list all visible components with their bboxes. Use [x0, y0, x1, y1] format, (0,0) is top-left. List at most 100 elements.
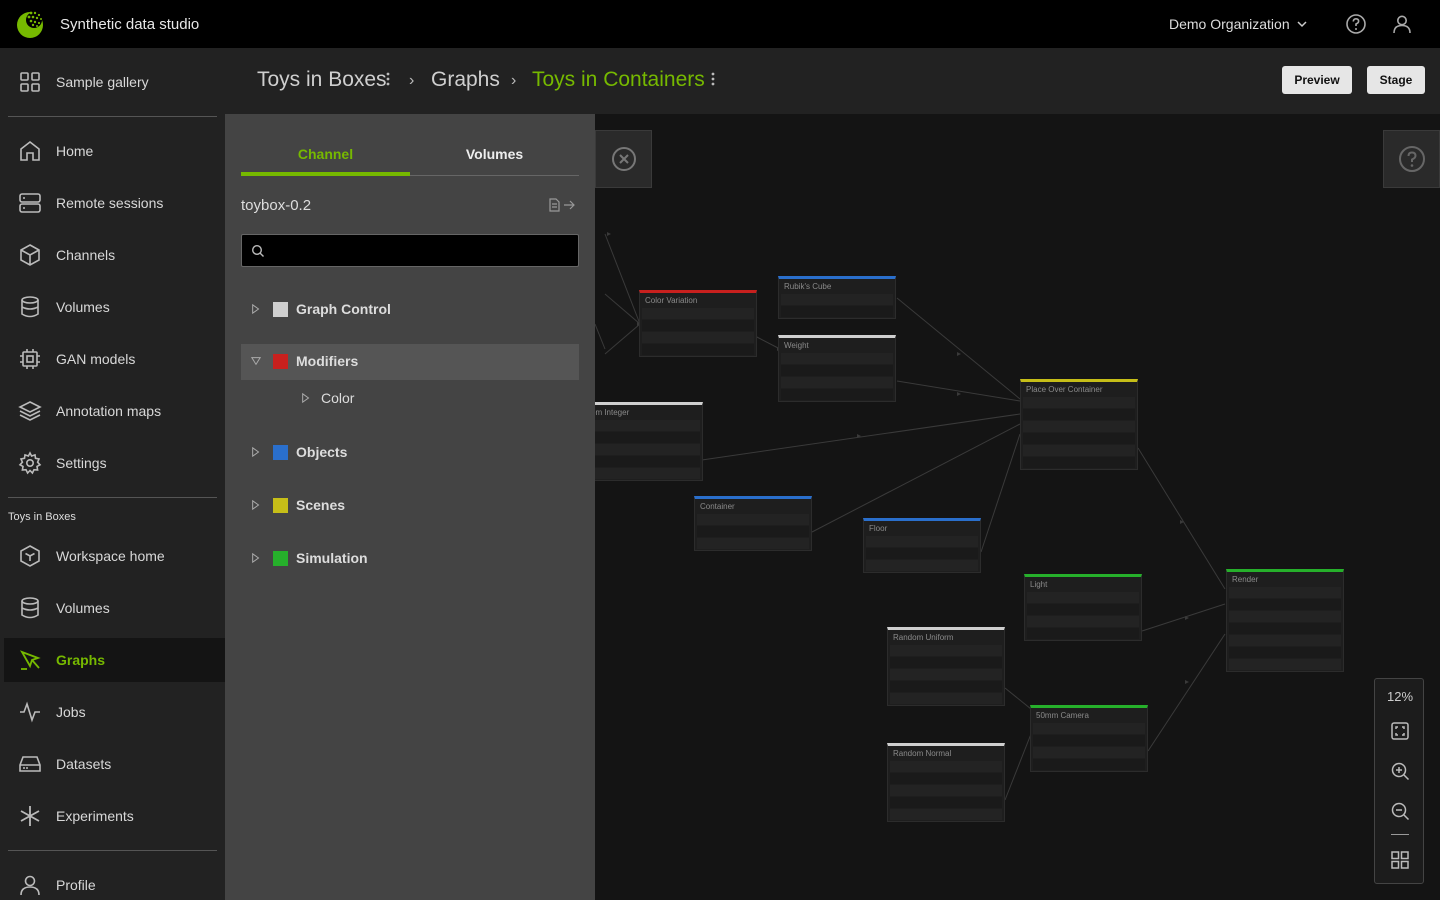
stage-button[interactable]: Stage — [1367, 66, 1425, 94]
node-port-row[interactable] — [890, 785, 1002, 796]
minimap-grid-icon[interactable] — [1390, 850, 1410, 870]
sidebar-item-sample-gallery[interactable]: Sample gallery — [4, 60, 225, 104]
graph-node[interactable]: Rubik's Cube — [778, 276, 896, 319]
node-port-row[interactable] — [781, 306, 893, 317]
node-port-row[interactable] — [866, 548, 978, 559]
node-port-row[interactable] — [890, 657, 1002, 668]
node-port-row[interactable] — [890, 669, 1002, 680]
node-port-row[interactable] — [1027, 604, 1139, 615]
node-port-row[interactable] — [1229, 659, 1341, 670]
graph-node[interactable]: Render — [1226, 569, 1344, 672]
node-port-row[interactable] — [1229, 635, 1341, 646]
node-port-row[interactable] — [866, 560, 978, 571]
graph-node[interactable]: Color Variation — [639, 290, 757, 357]
node-port-row[interactable] — [642, 332, 754, 343]
sidebar-item-workspace-volumes[interactable]: Volumes — [4, 586, 225, 630]
node-port-row[interactable] — [1229, 623, 1341, 634]
node-port-row[interactable] — [781, 389, 893, 400]
node-port-row[interactable] — [890, 809, 1002, 820]
node-port-row[interactable] — [890, 761, 1002, 772]
canvas-help-button[interactable] — [1383, 130, 1440, 188]
node-port-row[interactable] — [1229, 587, 1341, 598]
graph-node[interactable]: Random Normal — [887, 743, 1005, 822]
node-port-row[interactable] — [642, 320, 754, 331]
node-port-row[interactable] — [1033, 747, 1145, 758]
sidebar-item-home[interactable]: Home — [4, 129, 225, 173]
help-icon[interactable] — [1345, 13, 1367, 35]
preview-button[interactable]: Preview — [1282, 66, 1352, 94]
tree-category[interactable]: Simulation — [241, 541, 579, 577]
graph-node[interactable]: 50mm Camera — [1030, 705, 1148, 772]
node-port-row[interactable] — [781, 294, 893, 305]
node-port-row[interactable] — [1033, 735, 1145, 746]
node-port-row[interactable] — [866, 536, 978, 547]
sidebar-item-gan-models[interactable]: GAN models — [4, 337, 225, 381]
sidebar-item-volumes[interactable]: Volumes — [4, 285, 225, 329]
node-port-row[interactable] — [595, 456, 700, 467]
node-port-row[interactable] — [1023, 445, 1135, 456]
graph-node[interactable]: om Integer — [595, 402, 703, 481]
node-port-row[interactable] — [595, 432, 700, 443]
node-port-row[interactable] — [1023, 421, 1135, 432]
close-panel-button[interactable] — [595, 130, 652, 188]
node-port-row[interactable] — [781, 365, 893, 376]
organization-selector[interactable]: Demo Organization — [1169, 16, 1308, 32]
tree-category[interactable]: Objects — [241, 435, 579, 471]
node-port-row[interactable] — [1229, 611, 1341, 622]
sidebar-item-workspace-home[interactable]: Workspace home — [4, 534, 225, 578]
user-account-icon[interactable] — [1391, 13, 1413, 35]
node-port-row[interactable] — [781, 353, 893, 364]
graph-menu-icon[interactable] — [711, 72, 715, 86]
node-port-row[interactable] — [1027, 592, 1139, 603]
node-port-row[interactable] — [697, 526, 809, 537]
tab-channel[interactable]: Channel — [241, 138, 410, 176]
zoom-in-icon[interactable] — [1390, 761, 1410, 781]
node-port-row[interactable] — [1229, 647, 1341, 658]
tree-category[interactable]: Modifiers — [241, 344, 579, 380]
sidebar-item-datasets[interactable]: Datasets — [4, 742, 225, 786]
node-port-row[interactable] — [1023, 457, 1135, 468]
node-port-row[interactable] — [642, 308, 754, 319]
node-port-row[interactable] — [890, 797, 1002, 808]
sidebar-item-settings[interactable]: Settings — [4, 441, 225, 485]
node-port-row[interactable] — [1033, 723, 1145, 734]
node-port-row[interactable] — [642, 344, 754, 355]
fit-view-icon[interactable] — [1390, 721, 1410, 741]
tree-subcategory[interactable]: Color — [241, 381, 579, 417]
node-port-row[interactable] — [890, 773, 1002, 784]
channel-docs-link-icon[interactable] — [548, 198, 578, 212]
tree-category[interactable]: Scenes — [241, 488, 579, 524]
sidebar-item-jobs[interactable]: Jobs — [4, 690, 225, 734]
node-port-row[interactable] — [890, 681, 1002, 692]
graph-node[interactable]: Random Uniform — [887, 627, 1005, 706]
workspace-menu-icon[interactable] — [386, 72, 390, 86]
breadcrumb-section[interactable]: Graphs — [431, 68, 500, 91]
sidebar-item-profile[interactable]: Profile — [4, 863, 225, 900]
sidebar-item-graphs[interactable]: Graphs — [4, 638, 225, 682]
graph-node[interactable]: Weight — [778, 335, 896, 402]
node-port-row[interactable] — [1023, 397, 1135, 408]
sidebar-item-channels[interactable]: Channels — [4, 233, 225, 277]
graph-node[interactable]: Container — [694, 496, 812, 551]
graph-node[interactable]: Floor — [863, 518, 981, 573]
node-search-input[interactable] — [272, 235, 572, 266]
sidebar-item-remote-sessions[interactable]: Remote sessions — [4, 181, 225, 225]
breadcrumb-workspace[interactable]: Toys in Boxes — [257, 68, 387, 91]
node-port-row[interactable] — [1033, 759, 1145, 770]
tree-category[interactable]: Graph Control — [241, 292, 579, 328]
sidebar-item-experiments[interactable]: Experiments — [4, 794, 225, 838]
node-port-row[interactable] — [1229, 599, 1341, 610]
node-port-row[interactable] — [595, 420, 700, 431]
node-port-row[interactable] — [1023, 433, 1135, 444]
graph-node[interactable]: Light — [1024, 574, 1142, 641]
node-port-row[interactable] — [890, 693, 1002, 704]
zoom-out-icon[interactable] — [1390, 801, 1410, 821]
node-port-row[interactable] — [890, 645, 1002, 656]
app-logo-icon[interactable] — [16, 9, 46, 39]
tab-volumes[interactable]: Volumes — [410, 138, 579, 176]
node-port-row[interactable] — [1027, 628, 1139, 639]
sidebar-item-annotation-maps[interactable]: Annotation maps — [4, 389, 225, 433]
node-port-row[interactable] — [1023, 409, 1135, 420]
node-port-row[interactable] — [697, 538, 809, 549]
